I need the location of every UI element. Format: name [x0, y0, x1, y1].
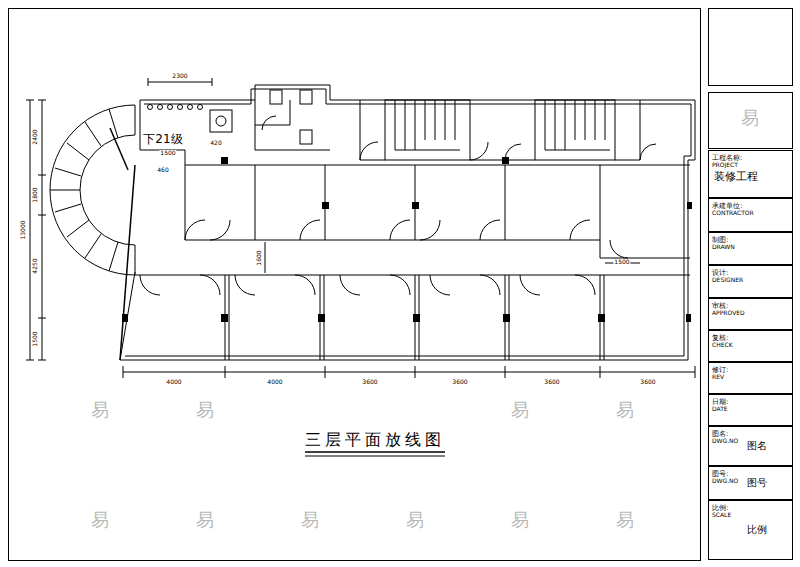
- field-label-en: PROJECT: [712, 162, 789, 169]
- field-label: 比例:: [712, 504, 789, 512]
- title-block-cell: 修订:REV: [708, 362, 793, 394]
- watermark: 易: [195, 511, 215, 529]
- field-label: 图号:: [712, 470, 789, 478]
- title-block-cell: 图名:DWG.NO图名: [708, 426, 793, 466]
- dimension-text: 4000: [165, 379, 182, 385]
- field-label-en: CHECK: [712, 342, 789, 349]
- field-label: 图名:: [712, 430, 789, 438]
- field-label: 制图:: [712, 236, 789, 244]
- watermark: 易: [195, 401, 215, 419]
- field-label: 设计:: [712, 269, 789, 277]
- dimension-text: 420: [209, 140, 222, 146]
- watermark: 易: [615, 401, 635, 419]
- dimension-text: 4250: [32, 257, 38, 274]
- dimension-text: 2300: [171, 73, 188, 79]
- dimension-text: 1500: [159, 150, 176, 156]
- title-block-cell: 复核:CHECK: [708, 330, 793, 362]
- dimension-text: 4000: [266, 379, 283, 385]
- dimension-text: 3600: [543, 379, 560, 385]
- dimension-text: 13000: [20, 219, 26, 240]
- field-label-en: SCALE: [712, 512, 789, 519]
- watermark: 易: [405, 511, 425, 529]
- title-block-cell: 图号:DWG.NO图号: [708, 466, 793, 500]
- title-block-cell: 承建单位:CONTRACTOR: [708, 198, 793, 232]
- watermark: 易: [510, 401, 530, 419]
- title-block-cell: 工程名称:PROJECT 装修工程: [708, 150, 793, 198]
- watermark: 易: [510, 511, 530, 529]
- field-label-en: DATE: [712, 406, 789, 413]
- dimension-text: 1500: [613, 259, 630, 265]
- field-label: 承建单位:: [712, 202, 789, 210]
- field-label: 审核:: [712, 302, 789, 310]
- field-label: 复核:: [712, 334, 789, 342]
- field-value: 比例: [747, 524, 767, 536]
- field-label-en: REV: [712, 374, 789, 381]
- field-value: 图号: [747, 477, 767, 489]
- dimension-text: 3600: [639, 379, 656, 385]
- dimension-text: 1600: [256, 249, 262, 266]
- field-value: 图名: [747, 440, 767, 452]
- title-block-cell: 审核:APPROVED: [708, 298, 793, 330]
- watermark: 易: [740, 109, 760, 127]
- field-label-en: CONTRACTOR: [712, 210, 789, 217]
- field-label: 工程名称:: [712, 154, 789, 162]
- field-value: 装修工程: [714, 171, 789, 184]
- watermark: 易: [300, 511, 320, 529]
- dimension-text: 1800: [32, 186, 38, 203]
- dimension-text: 2400: [32, 128, 38, 145]
- watermark: 易: [90, 401, 110, 419]
- drawing-title: 三层平面放线图: [304, 432, 446, 448]
- field-label-en: DRAWN: [712, 244, 789, 251]
- dimension-text: 3600: [361, 379, 378, 385]
- title-block-cell: 比例:SCALE 比例: [708, 500, 793, 560]
- title-block-cell: 设计:DESIGNER: [708, 265, 793, 298]
- dimension-text: 460: [156, 167, 169, 173]
- title-block-cell: 制图:DRAWN: [708, 232, 793, 265]
- watermark: 易: [615, 511, 635, 529]
- dimension-text: 3600: [451, 379, 468, 385]
- watermark: 易: [90, 511, 110, 529]
- field-label-en: DESIGNER: [712, 277, 789, 284]
- field-label-en: APPROVED: [712, 310, 789, 317]
- dimension-text: 1500: [32, 330, 38, 347]
- field-label: 修订:: [712, 366, 789, 374]
- title-block-cell: 日期:DATE: [708, 394, 793, 426]
- field-label: 日期:: [712, 398, 789, 406]
- stair-note: 下21级: [142, 133, 183, 145]
